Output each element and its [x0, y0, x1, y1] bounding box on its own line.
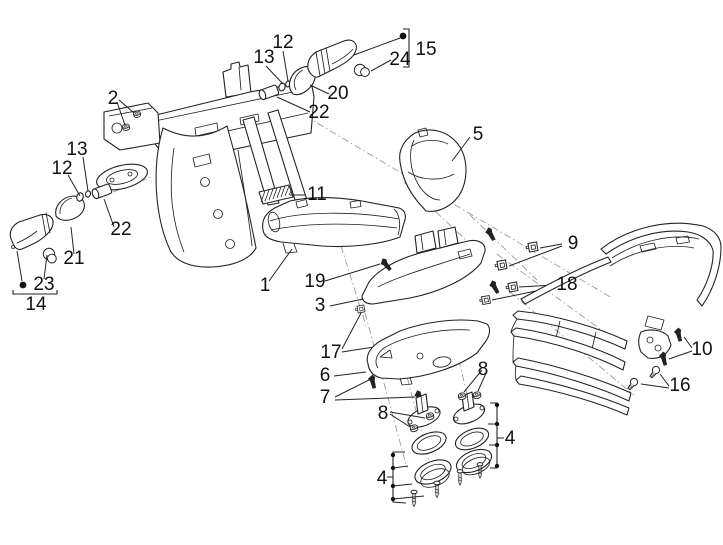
callout-1: 1 — [260, 275, 271, 296]
rear-body-panel — [510, 222, 722, 416]
body-screws — [625, 327, 693, 392]
callout-21: 21 — [63, 248, 84, 269]
callout-8: 8 — [378, 403, 389, 424]
underpanel — [333, 319, 491, 405]
callout-13: 13 — [253, 47, 274, 68]
reflector — [258, 184, 306, 205]
screw-icon — [487, 279, 503, 295]
callout-7: 7 — [320, 387, 331, 408]
fender-mount-fasteners — [116, 99, 142, 132]
callout-2: 2 — [108, 88, 119, 109]
bulb-icon — [352, 61, 371, 80]
callout-4: 4 — [377, 468, 388, 489]
round-screw-icon — [625, 376, 640, 392]
callout-16: 16 — [669, 375, 690, 396]
nut-icon — [121, 123, 131, 132]
clip-icon — [354, 304, 366, 314]
callout-12: 12 — [272, 32, 293, 53]
taillight-cover — [399, 127, 471, 212]
callout-20: 20 — [327, 83, 348, 104]
callout-22: 22 — [110, 219, 131, 240]
nut-icon — [132, 110, 142, 119]
callout-4: 4 — [505, 428, 516, 449]
clip-icon — [494, 259, 508, 271]
callout-14: 14 — [25, 294, 47, 315]
taillight-bracket — [324, 226, 486, 307]
callout-17: 17 — [320, 342, 341, 363]
clip-icon — [525, 241, 539, 253]
callout-15: 15 — [415, 39, 436, 60]
screw-icon — [410, 489, 418, 507]
callout-22: 22 — [308, 102, 329, 123]
clip-icon — [479, 295, 491, 305]
callout-labels: 2 12 13 20 22 24 15 5 13 12 22 21 23 14 … — [25, 32, 712, 489]
clip-icon — [505, 281, 519, 293]
callout-18: 18 — [556, 274, 577, 295]
rear-fender-assembly — [96, 61, 315, 268]
callout-19: 19 — [304, 271, 325, 292]
callout-24: 24 — [389, 49, 411, 70]
turn-signal-body — [307, 39, 357, 78]
callout-5: 5 — [473, 124, 484, 145]
screw-icon — [483, 226, 499, 242]
nut-icon — [472, 390, 482, 400]
body-clips — [479, 226, 563, 305]
callout-11: 11 — [307, 184, 327, 205]
callout-6: 6 — [320, 365, 331, 386]
callout-9: 9 — [568, 233, 579, 254]
screw-icon — [433, 480, 441, 498]
callout-10: 10 — [691, 339, 712, 360]
screw-icon — [671, 327, 687, 343]
turn-signal-lens — [55, 195, 85, 221]
taillight-assembly — [262, 197, 406, 282]
screw-icon — [456, 469, 464, 486]
turn-signal-left — [9, 156, 115, 295]
callout-13: 13 — [66, 139, 87, 160]
callout-23: 23 — [33, 274, 54, 295]
lamp-bracket — [638, 329, 672, 359]
license-light-stack-right — [452, 369, 504, 486]
turn-signal-body — [9, 213, 54, 251]
bulb-icon — [40, 246, 60, 265]
callout-8: 8 — [478, 359, 489, 380]
round-screw-icon — [647, 364, 662, 380]
license-light-stack-left — [387, 393, 452, 507]
callout-3: 3 — [315, 295, 326, 316]
turn-signal-right — [258, 28, 410, 113]
callout-12: 12 — [51, 158, 72, 179]
